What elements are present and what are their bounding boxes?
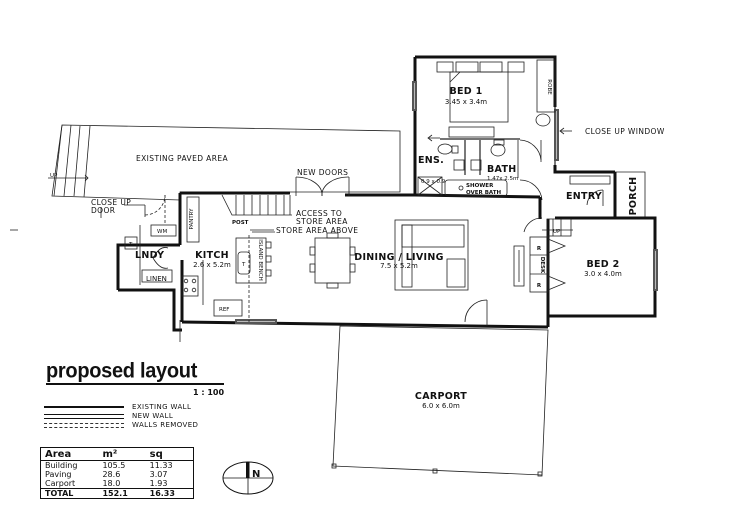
row-sq: 3.07 — [149, 470, 168, 479]
window-close-up — [554, 109, 559, 161]
legend-swatch-existing — [44, 405, 124, 409]
post — [432, 468, 438, 474]
row-name: Building — [45, 461, 78, 470]
north-compass: N — [222, 461, 274, 495]
row-m2: 28.6 — [102, 470, 121, 479]
row-sq: 1.93 — [149, 479, 168, 488]
window-bed2 — [653, 249, 658, 291]
linen-label: LINEN — [146, 275, 167, 283]
legend-new-wall: NEW WALL — [44, 411, 173, 421]
header-area: Area — [40, 447, 99, 461]
legend-label: NEW WALL — [132, 412, 174, 420]
area-table: Area m² sq Building 105.5 11.33 Paving 2… — [40, 447, 194, 499]
island-bench-label: ISLAND BENCH — [257, 239, 263, 281]
paved-up-label: UP — [50, 173, 58, 179]
plan-scale: 1 : 100 — [193, 388, 225, 397]
legend-existing-wall: EXISTING WALL — [44, 402, 191, 412]
room-dims-carport: 6.0 x 6.0m — [422, 402, 460, 410]
room-dims-bed2: 3.0 x 4.0m — [584, 270, 622, 278]
entry-fixtures — [569, 175, 611, 206]
pantry-label: PANTRY — [189, 208, 195, 230]
legend-swatch-removed — [44, 422, 124, 428]
legend-label: EXISTING WALL — [132, 403, 192, 411]
desk-label: DESK — [539, 257, 545, 274]
note-access-1: ACCESS TO — [296, 209, 342, 218]
note-close-up-window: CLOSE UP WINDOW — [585, 127, 665, 136]
note-post: POST — [232, 220, 249, 226]
shower-label-1: SHOWER — [466, 183, 494, 189]
legend-walls-removed: WALLS REMOVED — [44, 420, 198, 430]
tub-label: T — [128, 242, 133, 248]
room-label-kitchen: KITCH — [195, 250, 229, 261]
note-access-2: STORE AREA — [296, 217, 348, 226]
stairs — [221, 194, 292, 233]
title-underline — [46, 383, 224, 385]
row-m2: 105.5 — [102, 461, 126, 470]
bed1-furniture — [427, 59, 556, 142]
room-dims-bed1: 3.45 x 3.4m — [445, 98, 487, 106]
post — [331, 463, 337, 469]
note-store-above: STORE AREA ABOVE — [276, 226, 358, 235]
robe-r1-label: R — [537, 246, 542, 252]
header-sq: sq — [145, 447, 194, 461]
kitchen-fixtures — [100, 194, 272, 322]
row-sq: 11.33 — [149, 461, 173, 470]
table-row: Building 105.5 11.33 — [41, 461, 194, 471]
header-m2: m² — [98, 447, 146, 461]
note-new-doors: NEW DOORS — [297, 168, 348, 177]
table-row: Paving 28.6 3.07 — [41, 470, 194, 479]
row-name: Carport — [45, 479, 76, 488]
table-row: Carport 18.0 1.93 — [41, 479, 194, 489]
room-label-laundry: LNDY — [135, 250, 164, 261]
room-label-dining-living: DINING / LIVING — [354, 252, 443, 263]
total-name: TOTAL — [40, 488, 99, 499]
arrow-icon — [559, 127, 565, 135]
bed2-fixtures — [513, 217, 573, 293]
window-dining-south — [235, 319, 277, 324]
robe-r2-label: R — [537, 283, 542, 289]
legend-swatch-new — [44, 413, 124, 419]
room-label-bed2: BED 2 — [586, 259, 619, 270]
paved-area-label: EXISTING PAVED AREA — [136, 154, 228, 163]
total-sq: 16.33 — [145, 488, 194, 499]
ref-label: REF — [219, 307, 229, 313]
table-total-row: TOTAL 152.1 16.33 — [40, 488, 194, 499]
note-close-up-door-1: CLOSE UP — [91, 198, 131, 207]
wm-label: WM — [157, 229, 167, 235]
room-dims-kitchen: 2.6 x 5.2m — [193, 261, 231, 269]
row-name: Paving — [45, 470, 72, 479]
stairs-up-label: UP — [553, 229, 561, 235]
area-table-header: Area m² sq — [40, 447, 194, 461]
note-close-up-door-2: DOOR — [91, 206, 115, 215]
window-bed1 — [412, 81, 417, 111]
room-label-carport: CARPORT — [415, 391, 467, 402]
room-label-bath: BATH — [487, 164, 517, 175]
plan-title: proposed layout — [46, 359, 198, 383]
legend-label: WALLS REMOVED — [132, 421, 199, 429]
room-dims-dining-living: 7.5 x 5.2m — [380, 262, 418, 270]
robe-unit — [536, 59, 556, 113]
row-m2: 18.0 — [102, 479, 121, 488]
wet-areas — [417, 139, 543, 201]
dining-living-furniture — [309, 219, 488, 326]
room-dims-bath: 1.47x 2.5m — [487, 176, 518, 182]
total-m2: 152.1 — [98, 488, 146, 499]
shower-label-2: OVER BATH — [466, 190, 501, 196]
post — [537, 471, 543, 477]
compass-n-label: N — [252, 469, 260, 480]
room-label-bed1: BED 1 — [449, 86, 482, 97]
room-label-robe: ROBE — [546, 79, 552, 95]
void-label: 0.9 x 0.9 — [421, 179, 446, 185]
room-label-ensuite: ENS. — [418, 155, 444, 166]
sink-label: T — [241, 262, 246, 268]
room-label-entry: ENTRY — [566, 191, 602, 202]
new-doors — [295, 176, 350, 197]
room-label-porch: PORCH — [628, 177, 639, 216]
